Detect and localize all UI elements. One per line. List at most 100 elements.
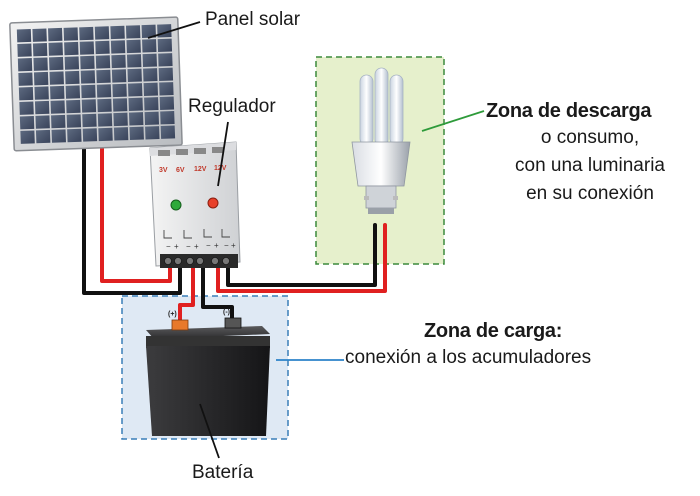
solar-cell <box>144 97 159 111</box>
solar-cell <box>82 113 97 128</box>
solar-cell <box>50 100 65 114</box>
solar-cell <box>144 111 160 125</box>
charge-zone-description: conexión a los acumuladores <box>345 347 592 368</box>
solar-cell <box>49 56 64 71</box>
solar-cell <box>33 57 48 71</box>
solar-cell <box>82 128 98 142</box>
regulator-label: Regulador <box>188 96 276 117</box>
svg-text:+: + <box>194 242 199 251</box>
solar-cell <box>32 28 47 42</box>
green-led-icon <box>170 199 182 211</box>
solar-cell <box>113 127 129 141</box>
svg-text:−: − <box>206 241 211 250</box>
solar-cell <box>110 25 125 40</box>
solar-cell <box>112 98 128 112</box>
svg-text:−: − <box>186 242 191 251</box>
solar-cell <box>97 113 113 127</box>
solar-panel <box>9 16 183 152</box>
solar-cell <box>112 83 127 98</box>
solar-cell <box>64 41 79 56</box>
solar-cell <box>67 128 82 143</box>
solar-cell <box>143 68 158 82</box>
solar-cell <box>158 53 173 67</box>
solar-cell <box>49 71 64 85</box>
svg-text:−: − <box>224 241 229 250</box>
solar-cell <box>111 54 126 69</box>
solar-cell <box>145 126 160 140</box>
solar-cell <box>66 99 81 114</box>
solar-cell <box>128 112 144 126</box>
positive-terminal <box>171 319 189 331</box>
solar-cell <box>63 27 79 41</box>
solar-cell <box>34 86 49 100</box>
solar-cell <box>48 42 63 56</box>
solar-cell <box>143 82 159 96</box>
solar-cell <box>35 129 51 144</box>
solar-cell <box>80 70 96 84</box>
solar-cell <box>159 82 174 96</box>
solar-cell <box>127 83 143 97</box>
solar-cell <box>19 115 35 130</box>
solar-cell <box>127 68 142 83</box>
solar-cell <box>96 84 112 98</box>
negative-terminal <box>224 317 242 329</box>
solar-cell <box>159 96 175 110</box>
solar-cell <box>81 99 97 113</box>
solar-cell <box>142 39 157 53</box>
solar-cell <box>20 130 35 144</box>
solar-cell <box>110 40 126 54</box>
solar-cell <box>65 70 80 85</box>
solar-cell <box>113 112 128 127</box>
solar-cell <box>111 69 127 83</box>
solar-cell <box>16 29 32 43</box>
svg-text:−: − <box>166 242 171 251</box>
solar-cell <box>160 125 176 139</box>
discharge-zone-title: Zona de descarga <box>486 100 652 122</box>
charge-zone-title: Zona de carga: <box>424 320 563 342</box>
solar-cell <box>158 67 174 81</box>
discharge-zone-line-2: con una luminaria <box>515 155 665 176</box>
solar-cell <box>126 54 142 68</box>
svg-text:+: + <box>174 242 179 251</box>
svg-text:+: + <box>231 241 236 250</box>
battery-negative-label: (-) <box>223 309 230 316</box>
solar-cell <box>51 114 66 129</box>
wires <box>82 143 387 324</box>
battery-positive-label: (+) <box>168 311 177 318</box>
solar-cell <box>51 129 66 143</box>
solar-cell <box>19 101 34 115</box>
solar-cell <box>34 100 50 115</box>
solar-cell <box>66 114 82 128</box>
solar-cell <box>35 115 50 129</box>
regulator-voltage-1: 3V <box>159 167 168 174</box>
solar-cell <box>126 39 141 54</box>
solar-cell <box>17 43 32 57</box>
battery: (+) (-) <box>146 309 270 436</box>
solar-cell <box>80 55 95 70</box>
regulator-voltage-2: 6V <box>176 167 185 174</box>
solar-cell <box>95 55 111 69</box>
solar-cell <box>50 85 65 100</box>
solar-cell <box>18 86 34 101</box>
discharge-zone-line-3: en su conexión <box>526 183 654 204</box>
discharge-zone-line-1: o consumo, <box>540 127 640 148</box>
solar-cell <box>128 97 143 112</box>
solar-cell <box>98 127 113 142</box>
solar-cell <box>97 98 112 113</box>
solar-cell <box>160 111 175 125</box>
solar-cell <box>81 84 96 99</box>
panel-solar-label: Panel solar <box>205 9 301 30</box>
solar-cell <box>33 71 49 86</box>
leader-lines <box>147 21 485 459</box>
solar-cell <box>129 126 144 141</box>
solar-cell <box>142 53 157 68</box>
regulator: 3V 6V 12V 12V −+ −+ −+ −+ <box>149 141 241 268</box>
solar-cell <box>141 24 156 39</box>
solar-cell <box>79 41 95 55</box>
solar-cell <box>96 69 111 84</box>
regulator-voltage-3: 12V <box>194 166 207 173</box>
solar-cell <box>18 72 33 86</box>
red-led-icon <box>207 197 219 209</box>
solar-cell <box>32 42 48 57</box>
